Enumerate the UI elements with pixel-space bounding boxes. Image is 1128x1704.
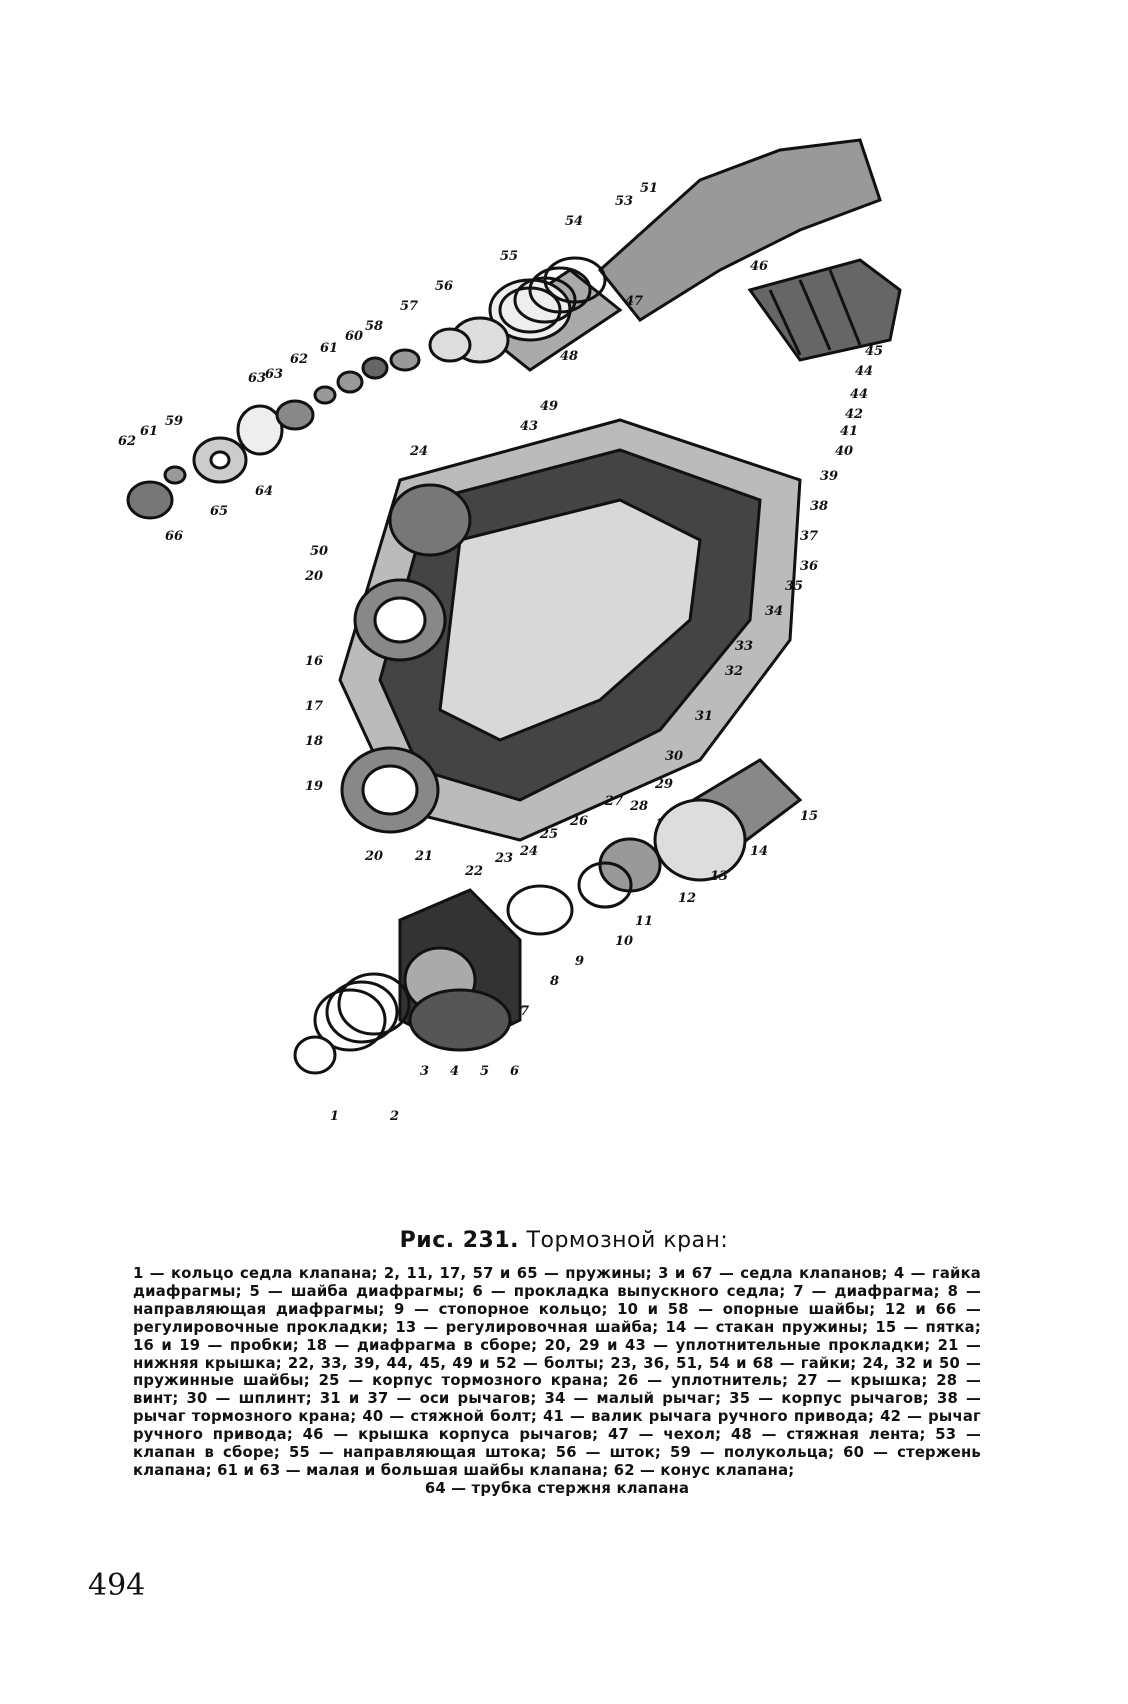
part-label: 31 [695,709,713,724]
part-label: 64 [255,484,273,499]
part-label: 49 [540,399,558,414]
part-label: 9 [575,954,584,969]
part-label: 44 [850,387,868,402]
legend-last-line: 64 — трубка стержня клапана [424,1479,690,1497]
diaphragm-assembly-drawing [293,888,522,1075]
rubber-boot-drawing [747,258,902,362]
part-label: 48 [560,349,578,364]
part-label: 4 [450,1064,459,1079]
part-label: 43 [520,419,538,434]
part-label: 10 [615,934,633,949]
part-label: 37 [800,529,818,544]
part-label: 39 [820,469,838,484]
part-label: 45 [865,344,883,359]
part-label: 11 [635,914,653,929]
part-label: 20 [304,569,323,584]
part-label: 42 [845,407,863,422]
part-label: 21 [414,849,433,864]
part-label: 28 [629,799,648,814]
part-label: 30 [665,749,683,764]
part-label: 8 [550,974,559,989]
part-label: 33 [735,639,753,654]
part-label: 58 [365,319,383,334]
part-label: 19 [305,779,323,794]
part-label: 60 [345,329,363,344]
figure-title: Тормозной кран: [526,1228,729,1253]
part-label: 46 [750,259,768,274]
part-label: 14 [750,844,768,859]
part-label: 34 [765,604,783,619]
part-label: 16 [305,654,323,669]
part-label: 25 [539,827,558,842]
part-label: 23 [494,851,513,866]
part-label: 65 [210,504,228,519]
part-label: 2 [389,1109,399,1124]
part-label: 36 [800,559,818,574]
parts-legend: 1 — кольцо седла клапана; 2, 11, 17, 57 … [133,1265,981,1498]
part-label: 5 [480,1064,489,1079]
part-label: 6 [510,1064,519,1079]
part-label: 7 [520,1004,529,1019]
part-label: 13 [710,869,728,884]
part-label: 38 [810,499,828,514]
part-label: 17 [305,699,323,714]
legend-body: 1 — кольцо седла клапана; 2, 11, 17, 57 … [133,1265,981,1479]
part-label: 59 [165,414,183,429]
part-label: 40 [835,444,853,459]
part-label: 63 [248,371,266,386]
part-label: 26 [569,814,588,829]
part-label: 53 [615,194,633,209]
figure-caption: Рис. 231. Тормозной кран: [0,1228,1128,1253]
part-label: 1 [330,1109,339,1124]
part-label: 27 [604,794,623,809]
part-label: 51 [640,181,658,196]
spring-cup-drawing [506,758,803,936]
part-label: 24 [409,444,428,459]
part-label: 41 [840,424,858,439]
part-label: 54 [565,214,583,229]
part-label: 22 [464,864,483,879]
part-label: 61 [320,341,338,356]
part-label: 32 [725,664,743,679]
part-label: 62 [118,434,136,449]
part-label: 55 [500,249,518,264]
part-label: 50 [310,544,328,559]
part-label: 29 [654,777,673,792]
part-label: 63 [265,367,283,382]
part-label: 18 [305,734,323,749]
part-label: 47 [625,294,643,309]
part-label: 61 [140,424,158,439]
part-label: 44 [855,364,873,379]
figure-number: Рис. 231. [399,1228,520,1253]
page-number: 494 [88,1568,146,1603]
part-label: 35 [785,579,803,594]
part-label: 20 [364,849,383,864]
part-label: 24 [519,844,538,859]
exploded-view-illustration: 1 2 3 4 5 6 7 8 9 10 11 12 13 14 15 16 1… [118,138,902,1124]
part-label: 3 [420,1064,429,1079]
valve-parts-left-drawing [126,327,472,520]
part-label: 66 [165,529,183,544]
part-label: 12 [678,891,696,906]
part-label: 62 [290,352,308,367]
part-label: 56 [435,279,453,294]
part-label: 15 [800,809,818,824]
part-label: 57 [400,299,418,314]
